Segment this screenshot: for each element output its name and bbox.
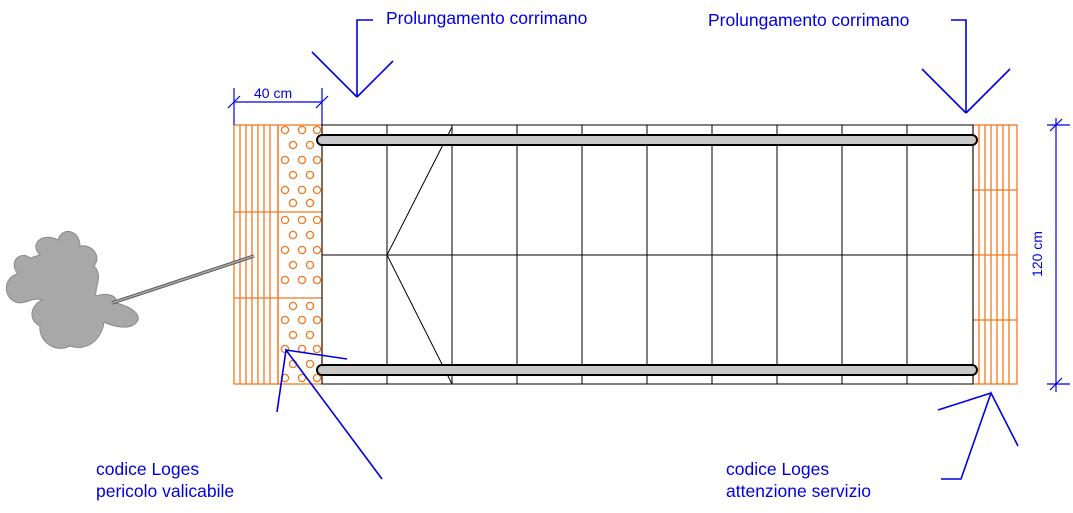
cane-icon bbox=[111, 254, 255, 305]
dimension-length-label: 120 cm bbox=[1029, 231, 1045, 277]
label-loges-service-line2: attenzione servizio bbox=[726, 481, 871, 501]
tactile-stripes-left bbox=[233, 124, 279, 385]
label-loges-hazard-line2: pericolo valicabile bbox=[96, 481, 235, 501]
label-loges-hazard-line1: codice Loges bbox=[96, 459, 200, 479]
label-loges-service-line1: codice Loges bbox=[726, 459, 830, 479]
label-handrail-extension-right: Prolungamento corrimano bbox=[708, 10, 910, 30]
leader-handrail-right bbox=[921, 19, 1011, 114]
direction-arrow bbox=[386, 126, 453, 385]
dimension-width-label: 40 cm bbox=[254, 85, 293, 101]
dimension-length bbox=[1047, 118, 1070, 392]
dimension-width bbox=[227, 88, 329, 125]
stair-flight bbox=[321, 124, 974, 385]
handrail-bottom bbox=[316, 364, 978, 376]
leader-loges-service bbox=[937, 390, 1019, 480]
walking-person-figure bbox=[5, 231, 139, 349]
tactile-dots-left bbox=[277, 124, 323, 385]
leader-handrail-left bbox=[311, 19, 394, 98]
leader-loges-hazard bbox=[276, 347, 383, 480]
handrail-top bbox=[316, 134, 978, 146]
tactile-stripes-right bbox=[972, 124, 1018, 385]
label-handrail-extension-left: Prolungamento corrimano bbox=[386, 8, 588, 28]
